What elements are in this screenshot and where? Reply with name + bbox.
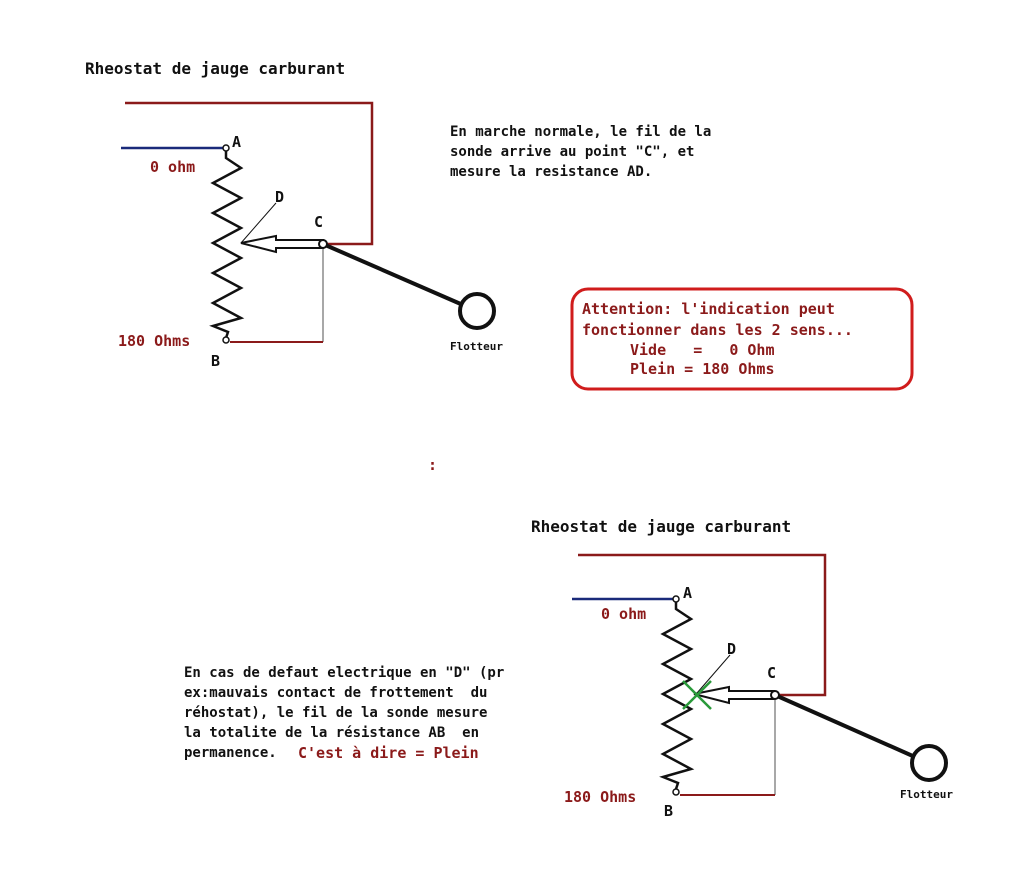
diagram-1-float-label: Flotteur: [450, 340, 503, 353]
diagram-2-wiper-arrow: [693, 685, 775, 705]
attention-box: Attention: l'indication peut fonctionner…: [570, 287, 914, 391]
diagram-2-defect-cross-stroke-2: [682, 680, 712, 710]
diagram-2-title: Rheostat de jauge carburant: [531, 517, 791, 536]
diagram-2-description-line-1: En cas de defaut electrique en "D" (pr: [184, 665, 504, 681]
diagram-1-description-line-2: sonde arrive au point "C", et: [450, 144, 694, 160]
diagram-1-description-line-1: En marche normale, le fil de la: [450, 124, 711, 140]
diagram-1-label-b: B: [211, 352, 220, 370]
separator-mark: :: [428, 456, 437, 474]
attention-line-4: Plein = 180 Ohms: [630, 360, 775, 378]
diagram-1-label-c: C: [314, 213, 323, 231]
diagram-2-float-label: Flotteur: [900, 788, 953, 801]
diagram-1-label-180-ohms: 180 Ohms: [118, 332, 190, 350]
diagram-2-float-arm: [774, 693, 916, 759]
diagram-2: Rheostat de jauge carburant A B C D 0 oh…: [184, 517, 953, 820]
diagram-2-terminal-a: [672, 595, 680, 603]
diagram-2-description-line-3: réhostat), le fil de la sonde mesure: [184, 705, 487, 721]
diagram-1-pivot-c: [318, 239, 328, 249]
diagram-2-description-line-2: ex:mauvais contact de frottement du: [184, 685, 487, 701]
diagram-1-d-pointer: [240, 202, 277, 244]
diagram-1-float-ball: [458, 292, 496, 330]
attention-line-1: Attention: l'indication peut: [582, 300, 835, 318]
diagram-1-label-d: D: [275, 188, 284, 206]
diagram-2-label-d: D: [727, 640, 736, 658]
diagram-1-resistor-zigzag: [209, 148, 245, 339]
diagram-1-terminal-b: [222, 336, 230, 344]
diagram-2-label-0-ohm: 0 ohm: [601, 605, 646, 623]
diagram-2-label-a: A: [683, 584, 692, 602]
diagram-2-label-c: C: [767, 664, 776, 682]
diagram-1-float-arm: [322, 242, 464, 307]
diagram-1-label-0-ohm: 0 ohm: [150, 158, 195, 176]
diagram-2-float-ball: [910, 744, 948, 782]
attention-line-2: fonctionner dans les 2 sens...: [582, 321, 853, 339]
diagram-2-pivot-c: [770, 690, 780, 700]
diagram-1-description-line-3: mesure la resistance AD.: [450, 164, 652, 180]
diagram-1-sender-wire: [125, 101, 374, 246]
diagram-2-label-b: B: [664, 802, 673, 820]
diagram-1-label-a: A: [232, 133, 241, 151]
diagram-2-sender-wire: [578, 553, 827, 697]
attention-box-frame: [570, 287, 914, 391]
diagram-2-conclusion: C'est à dire = Plein: [298, 744, 479, 762]
diagram-1-wiper-arrow: [240, 234, 324, 254]
attention-line-3: Vide = 0 Ohm: [630, 341, 775, 359]
diagram-1-terminal-a: [222, 144, 230, 152]
diagram-1-title: Rheostat de jauge carburant: [85, 59, 345, 78]
diagram-2-terminal-b: [672, 788, 680, 796]
diagram-2-description-line-4: la totalite de la résistance AB en: [184, 725, 479, 741]
diagram-1: Rheostat de jauge carburant A B C D 0 oh…: [85, 59, 711, 370]
diagram-2-d-pointer: [696, 654, 731, 694]
diagram-2-label-180-ohms: 180 Ohms: [564, 788, 636, 806]
diagram-2-description-line-5: permanence.: [184, 745, 277, 761]
diagram-2-resistor-zigzag: [659, 599, 695, 790]
